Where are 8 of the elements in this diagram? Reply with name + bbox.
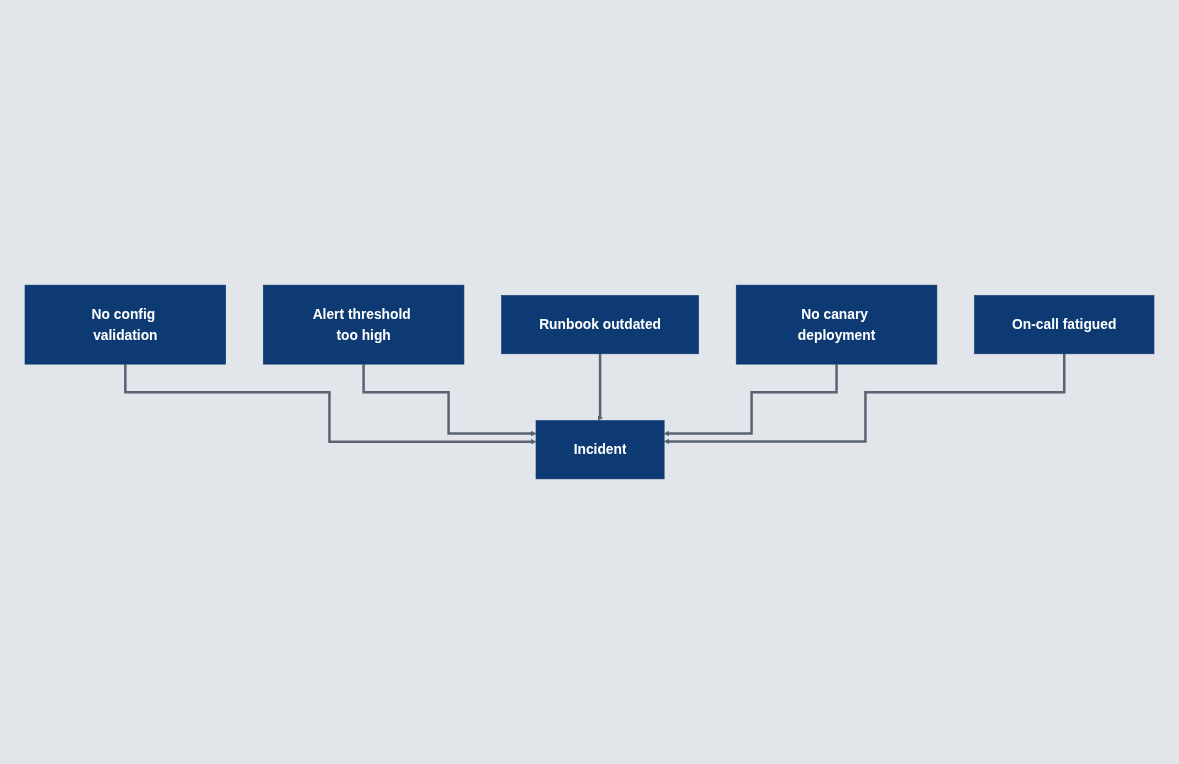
node-box: On-call fatigued (974, 295, 1155, 355)
node-box: Alert threshold too high (262, 284, 465, 365)
arrow (663, 352, 1066, 445)
node-box: No canary deployment (735, 284, 938, 365)
arrow (597, 352, 603, 421)
node-box: Incident (535, 420, 665, 480)
node-box: Runbook outdated (501, 295, 699, 355)
node-box: No config validation (24, 284, 226, 365)
